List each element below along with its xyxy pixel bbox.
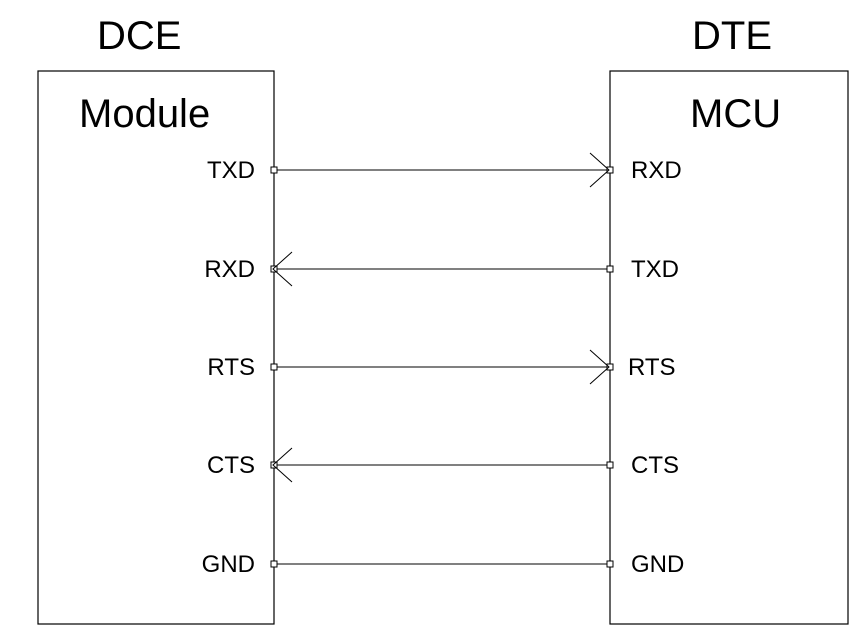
- connection-cts-cts: [270, 447, 614, 483]
- dte-label: DTE: [692, 14, 772, 58]
- connection-gnd-gnd: [270, 560, 614, 568]
- left-pin-gnd: GND: [201, 551, 255, 578]
- right-pin-gnd: GND: [631, 551, 685, 578]
- arrowhead-left: [272, 447, 293, 483]
- dce-label: DCE: [97, 14, 182, 58]
- arrowhead-right: [589, 349, 610, 385]
- left-pin-cts: CTS: [207, 452, 255, 479]
- right-pin-cts: CTS: [631, 452, 679, 479]
- module-box: [37, 70, 275, 625]
- left-pin-txd: TXD: [207, 157, 255, 184]
- left-pin-rts: RTS: [207, 354, 255, 381]
- arrowhead-left: [272, 251, 293, 287]
- mcu-box: [609, 70, 849, 625]
- mcu-title: MCU: [690, 92, 782, 136]
- arrowhead-right: [589, 152, 610, 188]
- connection-txd-rxd: [270, 152, 614, 188]
- right-pin-txd: TXD: [631, 256, 679, 283]
- connection-rts-rts: [270, 349, 614, 385]
- left-pin-rxd: RXD: [204, 256, 255, 283]
- module-title: Module: [79, 92, 211, 136]
- right-pin-rxd: RXD: [631, 157, 682, 184]
- right-pin-rts: RTS: [628, 354, 676, 381]
- connection-rxd-txd: [270, 251, 614, 287]
